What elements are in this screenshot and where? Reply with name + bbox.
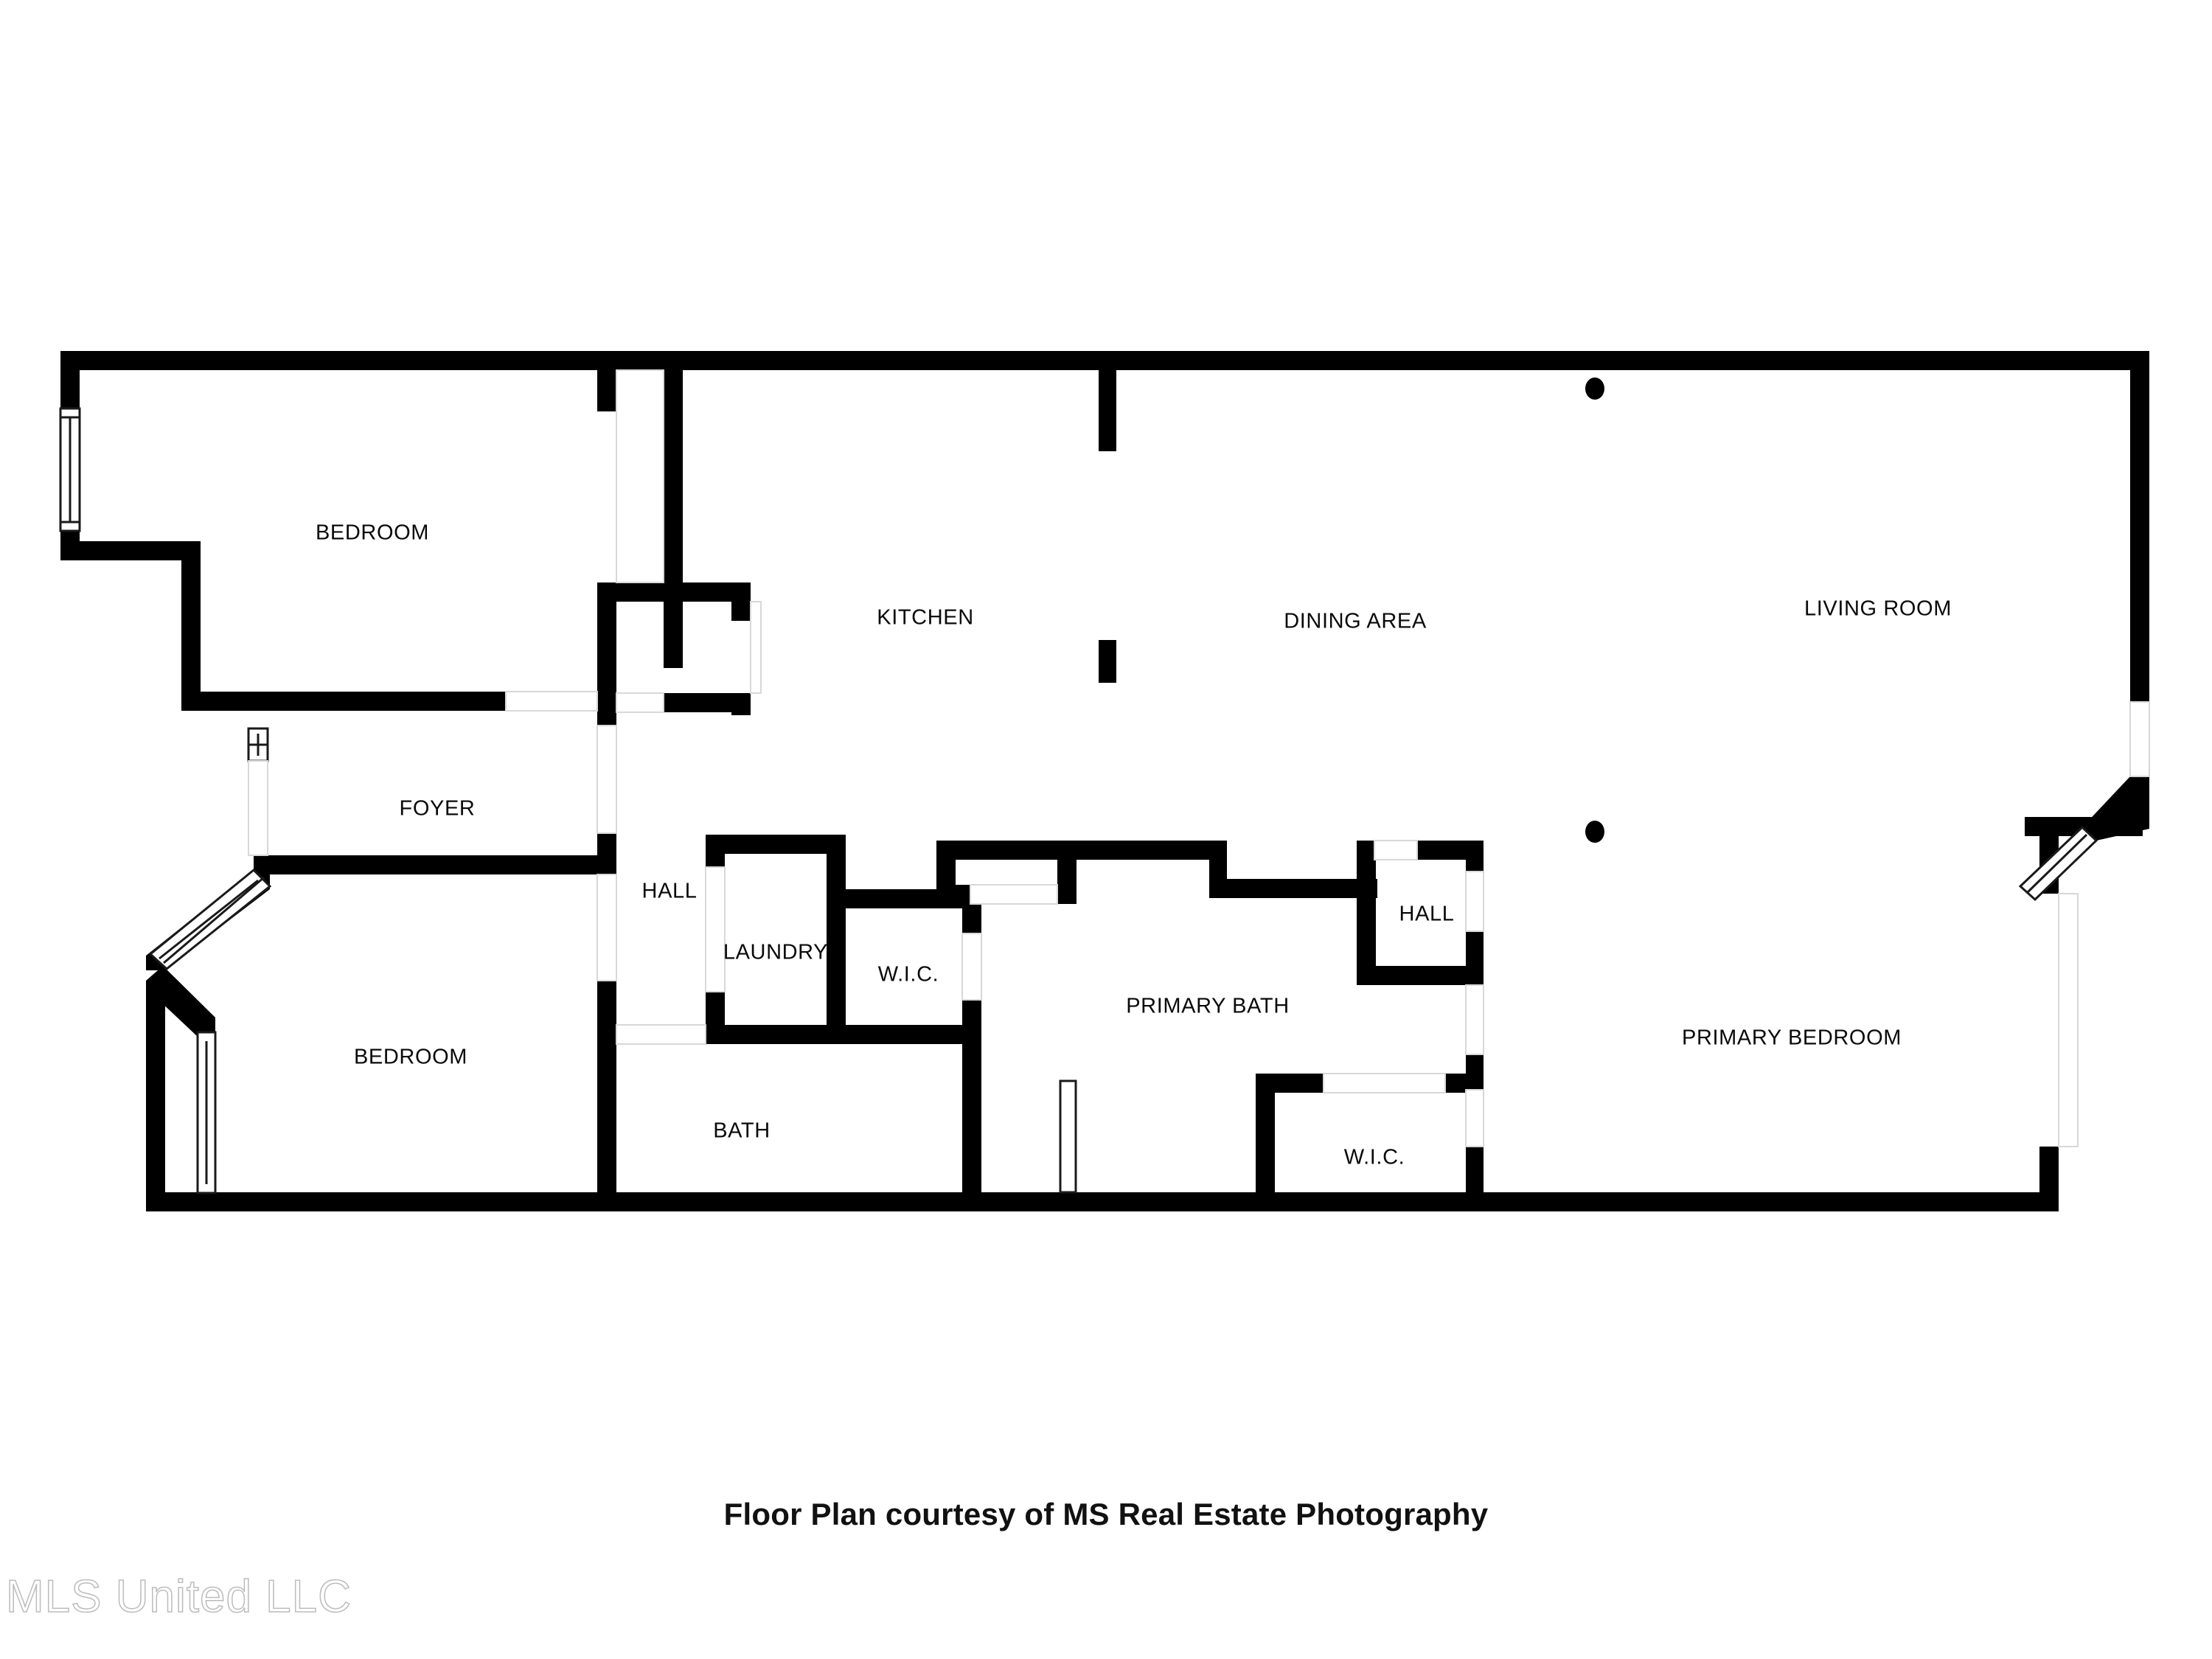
fan-dot-living-room-top — [1585, 378, 1604, 400]
room-label-bath: BATH — [713, 1119, 771, 1143]
room-label-bedroom-upper: BEDROOM — [315, 521, 430, 545]
interior-walls-foyer — [254, 711, 619, 1192]
sliding-door-lower-bedroom — [148, 868, 272, 970]
window-living-room-corner — [2018, 825, 2098, 902]
exterior-walls — [60, 351, 2149, 1211]
windows — [59, 407, 2150, 1194]
plan-caption: Floor Plan courtesy of MS Real Estate Ph… — [723, 1497, 1489, 1531]
room-label-kitchen: KITCHEN — [877, 605, 974, 630]
fan-dot-living-room-bottom — [1585, 821, 1604, 843]
tub-primary-bath — [1059, 1079, 1077, 1194]
room-label-primary-bath: PRIMARY BATH — [1126, 994, 1290, 1018]
room-label-foyer: FOYER — [399, 796, 476, 821]
room-label-bedroom-lower: BEDROOM — [353, 1045, 468, 1069]
window-upper-bedroom-left — [59, 407, 81, 532]
entry-door-foyer — [247, 727, 269, 856]
room-label-hall-left: HALL — [641, 879, 698, 903]
room-label-living-room: LIVING ROOM — [1804, 597, 1952, 621]
room-label-hall-right: HALL — [1399, 902, 1455, 926]
door-openings — [505, 369, 2079, 1147]
ceiling-fan-markers — [1585, 378, 1604, 843]
window-lower-bedroom-left — [196, 1031, 217, 1194]
mls-watermark: MLS United LLC — [5, 1571, 352, 1623]
interior-walls-center — [706, 835, 981, 1192]
window-living-room-right — [2129, 701, 2150, 777]
room-label-primary-bedroom: PRIMARY BEDROOM — [1682, 1026, 1902, 1050]
room-label-wic-hall: W.I.C. — [877, 962, 939, 987]
room-label-wic-primary: W.I.C. — [1343, 1145, 1405, 1169]
room-label-laundry: LAUNDRY — [723, 940, 829, 964]
interior-walls-upper — [597, 370, 1116, 715]
room-label-dining-area: DINING AREA — [1284, 609, 1427, 633]
